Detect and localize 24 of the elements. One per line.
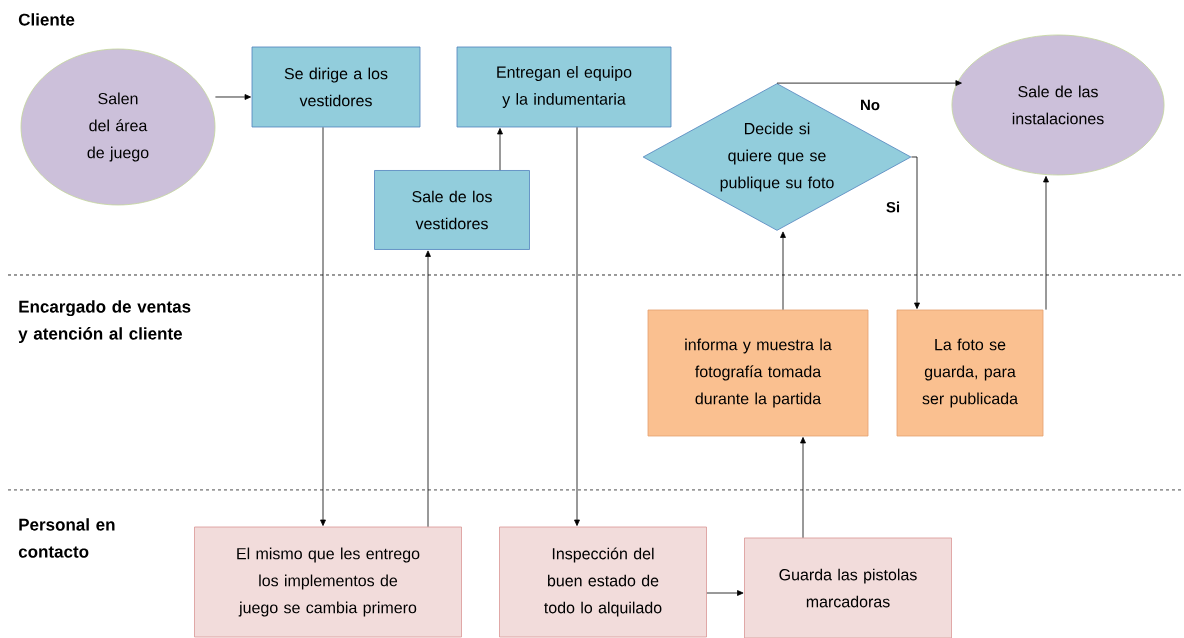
edge-label: Si [884,200,902,214]
process-box: informa y muestra la fotografía tomada durante la partida [647,309,869,437]
lane-label: Cliente [18,13,75,26]
arrow [800,437,806,538]
process-box: Se dirige a los vestidores [251,46,421,128]
lane-label: Encargado de ventas y atención al cliente [18,300,191,344]
process-box: Entregan el equipo y la indumentaria [456,46,672,128]
arrow [574,127,580,526]
process-box: La foto se guarda, para ser publicada [896,309,1044,437]
arrow [320,127,326,526]
arrow [215,94,251,100]
arrow [780,231,786,310]
arrow [911,156,920,309]
arrow [706,590,744,596]
arrow [1043,176,1049,310]
arrow [497,128,503,171]
edge-label: No [859,98,881,112]
arrow [425,250,431,527]
process-box: El mismo que les entrego los implementos de juego se cambia primero [194,526,462,638]
arrow [776,80,962,86]
process-box: Inspección del buen estado de todo lo alquilado [499,526,707,638]
lane-label: Personal en contacto [18,518,115,558]
process-box: Sale de los vestidores [374,170,530,250]
process-box: Guarda las pistolas marcadoras [744,537,952,638]
